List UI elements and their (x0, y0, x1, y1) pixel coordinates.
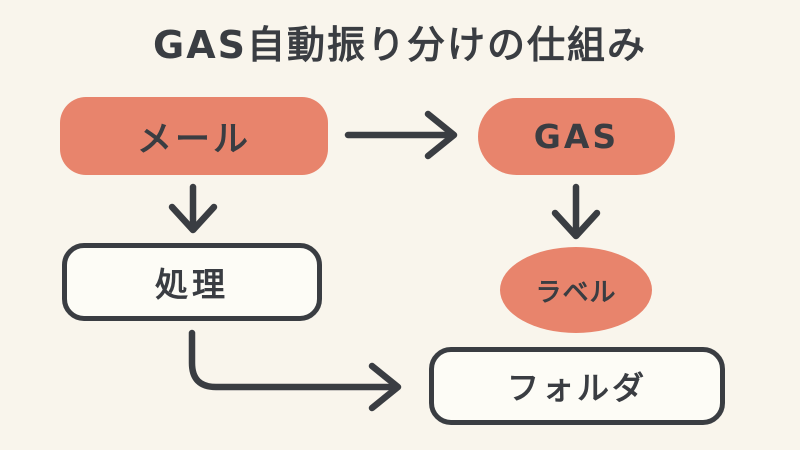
arrow-mail-to-process-icon (168, 183, 218, 234)
node-folder: フォルダ (429, 347, 725, 425)
arrow-process-to-folder-icon (188, 329, 402, 412)
arrow-mail-to-gas-icon (344, 110, 458, 160)
node-label-label: ラベル (535, 277, 617, 308)
node-gas-label: GAS (533, 117, 620, 156)
node-process: 処理 (62, 243, 322, 321)
node-gas: GAS (478, 98, 675, 175)
diagram-title: GAS自動振り分けの仕組み (153, 23, 647, 67)
node-process-label: 処理 (155, 265, 229, 304)
node-mail-label: メール (136, 119, 251, 160)
node-folder-label: フォルダ (506, 369, 647, 407)
node-mail: メール (60, 97, 328, 175)
arrow-gas-to-label-icon (551, 183, 601, 240)
node-label: ラベル (500, 247, 652, 333)
